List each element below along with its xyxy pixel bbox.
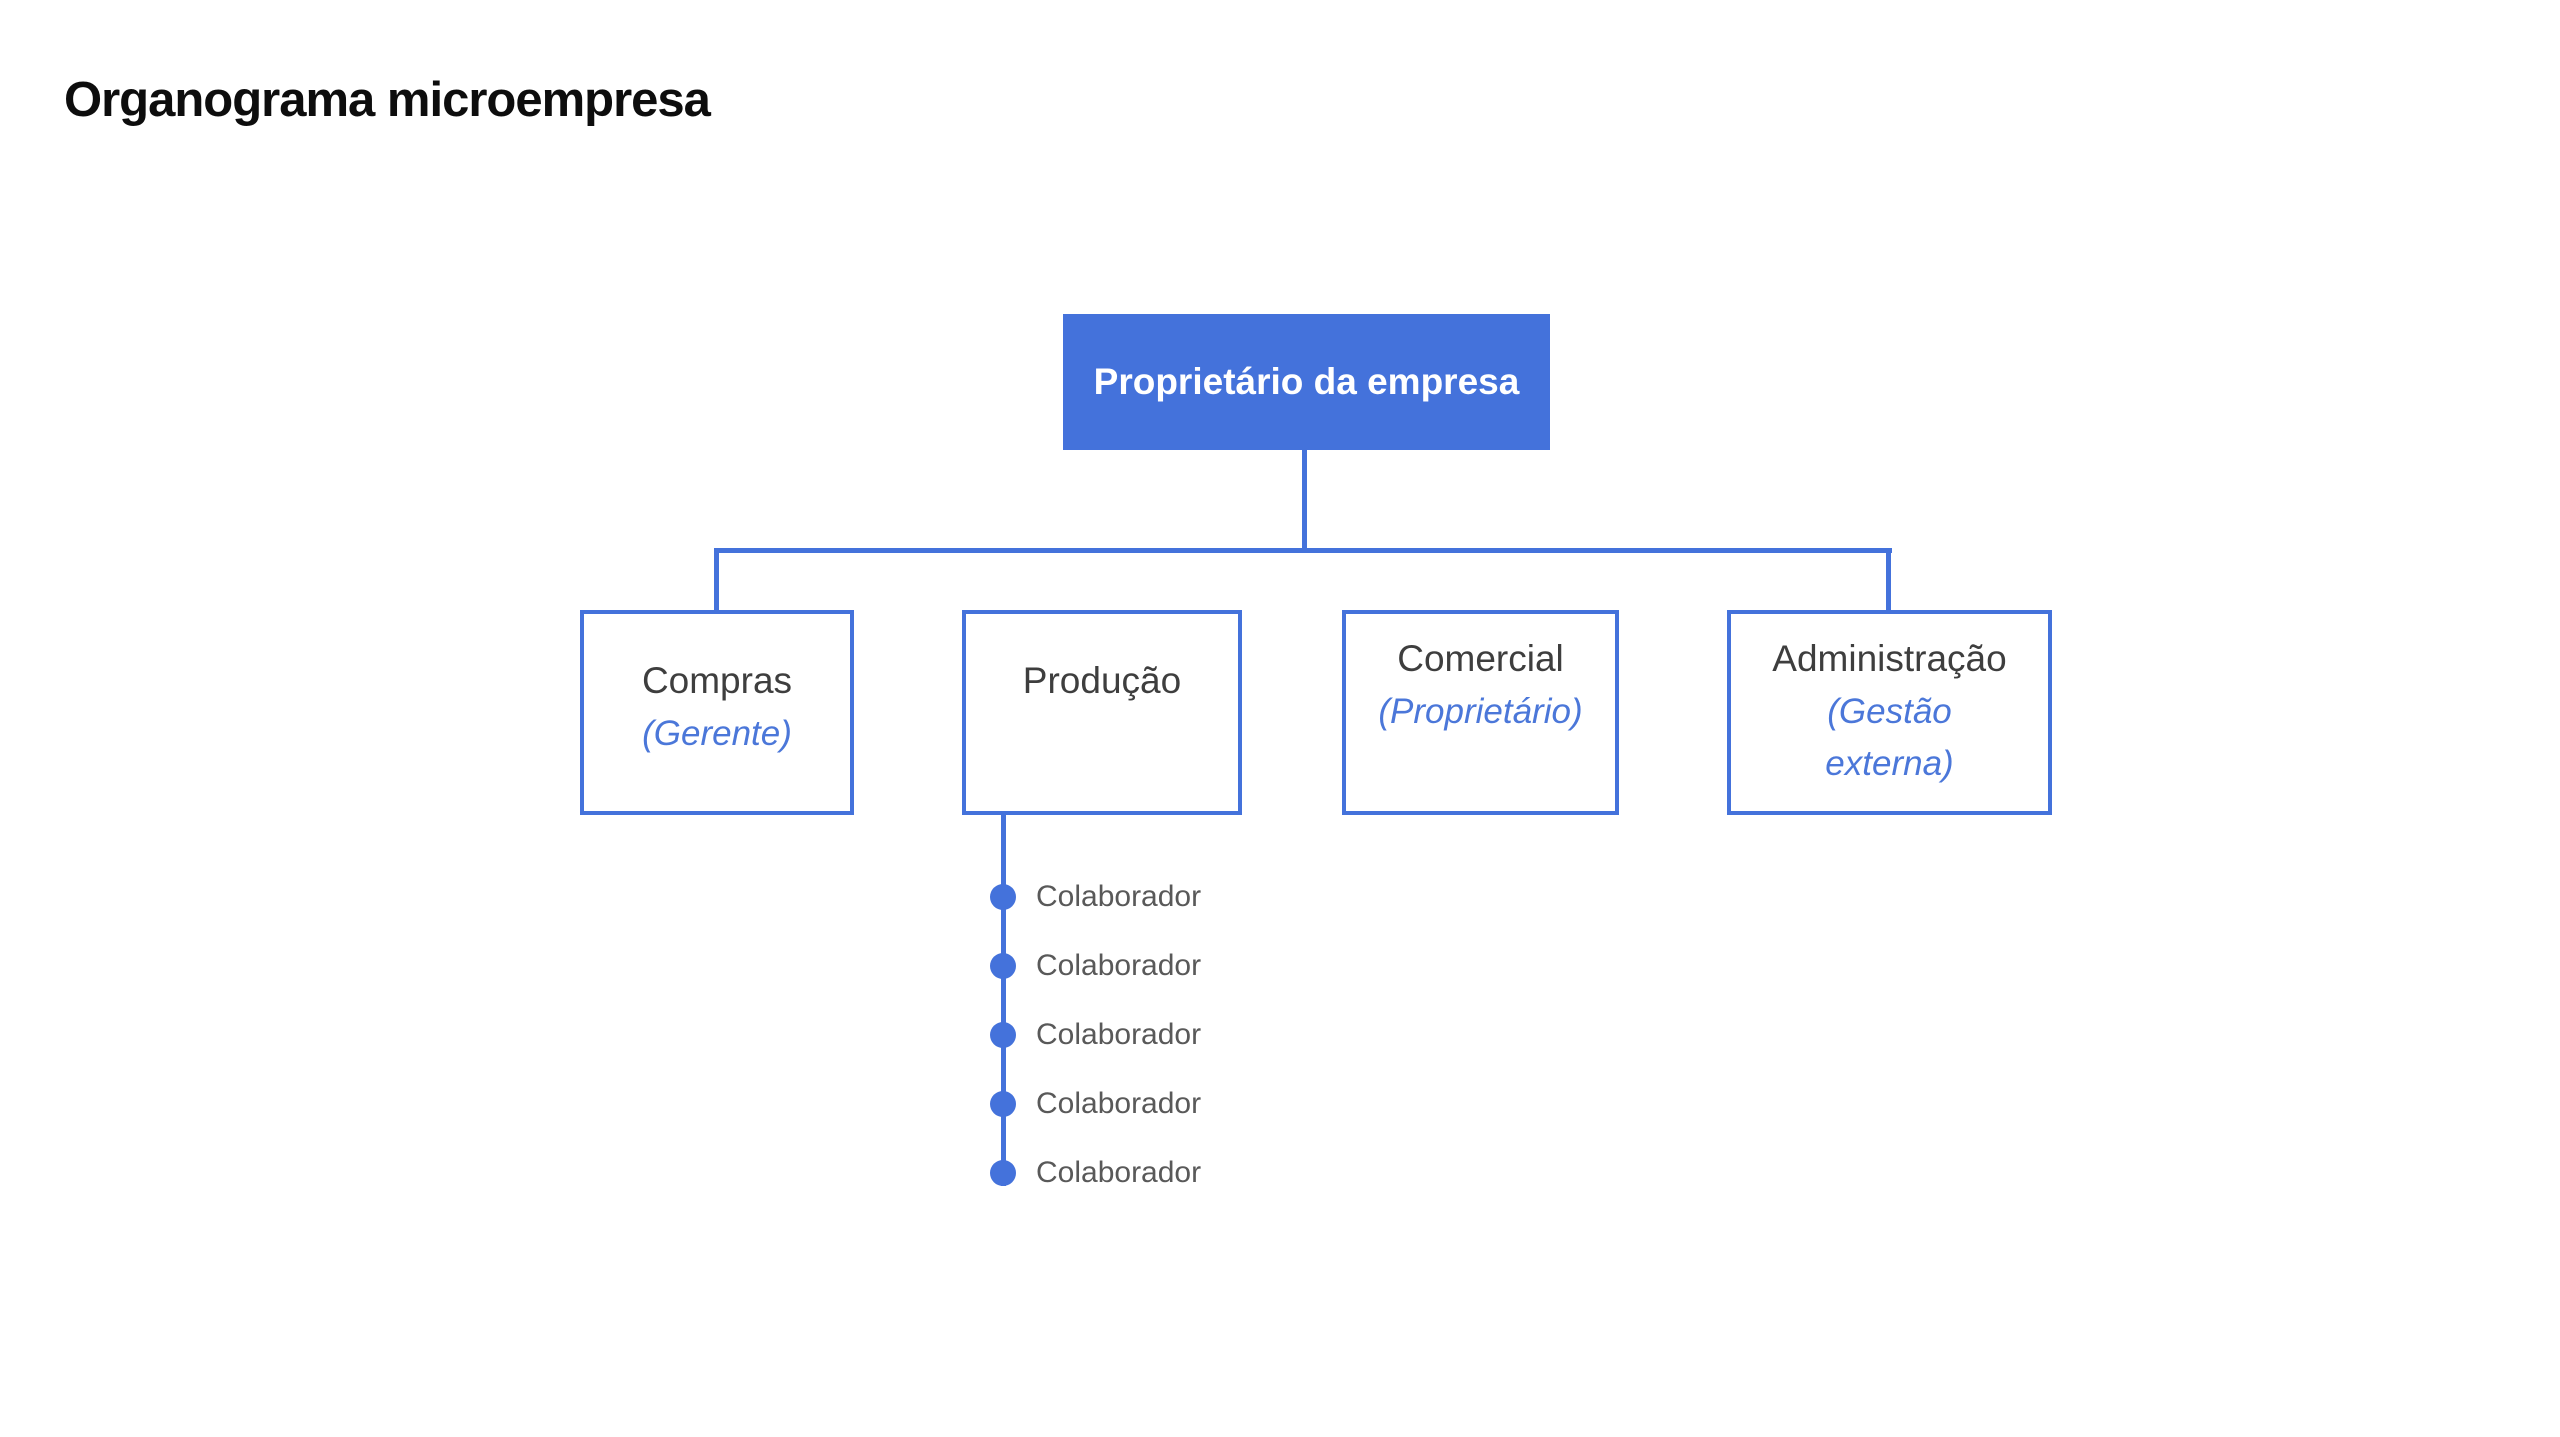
bullet-icon [990,1091,1016,1117]
connector-horizontal-line [714,548,1892,553]
org-node-comercial-label: Comercial [1397,638,1564,679]
list-item-colaborador: Colaborador [990,1018,1202,1051]
colaborador-label: Colaborador [1036,1156,1202,1189]
connector-right-stub-line [1886,548,1891,614]
org-node-root-label: Proprietário da empresa [1093,361,1520,402]
org-node-administracao: Administração (Gestão externa) [1727,610,2052,815]
bullet-icon [990,1160,1016,1186]
org-node-comercial-role: (Proprietário) [1378,692,1583,731]
colaborador-label: Colaborador [1036,1087,1202,1120]
list-item-colaborador: Colaborador [990,1087,1202,1120]
bullet-icon [990,953,1016,979]
org-node-root: Proprietário da empresa [1063,314,1550,450]
org-node-administracao-role: (Gestão externa) [1825,692,1954,783]
colaborador-label: Colaborador [1036,880,1202,913]
org-node-compras-role: (Gerente) [642,714,792,753]
list-item-colaborador: Colaborador [990,1156,1202,1189]
bullet-icon [990,884,1016,910]
org-node-compras-label: Compras [641,660,793,701]
list-item-colaborador: Colaborador [990,880,1202,913]
connector-producao-spine-line [1001,813,1006,1186]
connector-left-stub-line [714,548,719,614]
org-node-comercial: Comercial (Proprietário) [1342,610,1619,815]
org-node-producao: Produção [962,610,1242,815]
page-title: Organograma microempresa [64,73,711,127]
org-node-administracao-label: Administração [1772,638,2007,679]
org-node-producao-label: Produção [1022,660,1182,701]
connector-root-vertical-line [1302,450,1307,548]
bullet-icon [990,1022,1016,1048]
colaborador-label: Colaborador [1036,1018,1202,1051]
list-item-colaborador: Colaborador [990,949,1202,982]
colaborador-label: Colaborador [1036,949,1202,982]
org-node-compras: Compras (Gerente) [580,610,854,815]
